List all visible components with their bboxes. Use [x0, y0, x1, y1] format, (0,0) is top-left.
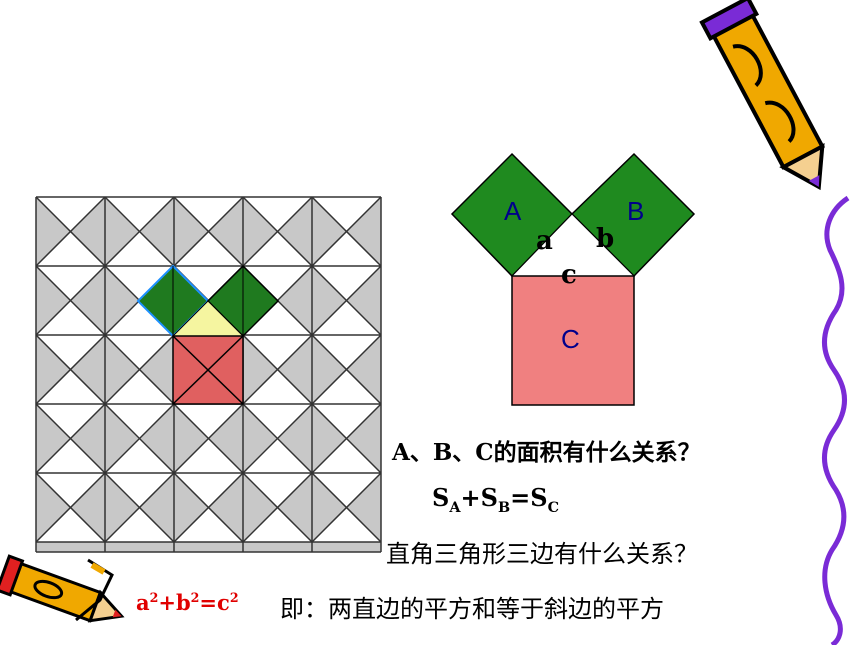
- grid-line: [104, 334, 175, 405]
- grid-line: [35, 403, 106, 474]
- grid-tile: [243, 438, 312, 473]
- grid-line: [35, 196, 106, 267]
- grid-tile: [243, 300, 312, 335]
- grid-tile: [312, 473, 381, 508]
- grid-line: [242, 196, 313, 267]
- grid-tile: [105, 473, 174, 508]
- grid-tile: [174, 197, 243, 232]
- side-b-label: b: [596, 224, 615, 254]
- grid-tile: [312, 507, 381, 542]
- side-c-label: c: [561, 260, 577, 290]
- grid-tile: [312, 404, 381, 439]
- grid-tile: [36, 231, 105, 266]
- grid-line: [35, 472, 106, 543]
- grid-tile: [243, 335, 312, 370]
- question-side-relation: 直角三角形三边有什么关系？: [386, 540, 698, 568]
- grid-tile: [312, 335, 381, 370]
- grid-tile: [105, 507, 174, 542]
- grid-tile: [243, 231, 312, 266]
- grid-tile: [36, 507, 105, 542]
- grid-line: [311, 196, 382, 267]
- grid-line: [104, 472, 175, 543]
- grid-tile: [243, 507, 312, 542]
- grid-line: [173, 403, 244, 474]
- grid-tile: [312, 197, 381, 232]
- grid-line: [311, 472, 382, 543]
- grid-tile: [105, 197, 174, 232]
- square-c: [511, 275, 635, 406]
- grid-tile: [36, 266, 105, 301]
- grid-tile: [243, 266, 312, 301]
- grid-tile: [243, 369, 312, 404]
- grid-line: [104, 403, 175, 474]
- pythagorean-formula: a2+b2=c2: [136, 590, 239, 615]
- grid-tile: [105, 404, 174, 439]
- grid-line: [242, 472, 313, 543]
- grid-tile: [174, 266, 243, 301]
- grid-tile: [36, 300, 105, 335]
- label-a-square: A: [504, 196, 522, 226]
- area-equation: SA+SB=SC: [432, 483, 560, 516]
- grid-tile: [243, 473, 312, 508]
- grid-tile: [105, 231, 174, 266]
- grid-tile: [105, 266, 174, 301]
- grid-tile: [312, 231, 381, 266]
- grid-tile: [36, 335, 105, 370]
- grid-tile: [36, 438, 105, 473]
- label-b-square: B: [627, 196, 645, 226]
- grid-tile: [105, 300, 174, 335]
- grid-line: [173, 472, 244, 543]
- grid-tile: [312, 266, 381, 301]
- grid-tile: [105, 369, 174, 404]
- grid-tile: [174, 438, 243, 473]
- grid-line: [35, 265, 106, 336]
- grid-line: [311, 403, 382, 474]
- grid-tile: [174, 231, 243, 266]
- grid-tile: [174, 473, 243, 508]
- side-a-label: a: [536, 226, 553, 256]
- grid-tile: [243, 197, 312, 232]
- grid-tile: [243, 404, 312, 439]
- grid-tile: [312, 438, 381, 473]
- grid-tile: [36, 404, 105, 439]
- grid-tile: [36, 473, 105, 508]
- grid-line: [242, 403, 313, 474]
- grid-line: [104, 196, 175, 267]
- grid-tile: [312, 369, 381, 404]
- label-c-square: C: [561, 324, 580, 354]
- question-area-relation: A、B、C的面积有什么关系？: [392, 439, 701, 466]
- grid-line: [35, 334, 106, 405]
- conclusion-text: 即：两直边的平方和等于斜边的平方: [280, 595, 664, 623]
- grid-tile: [312, 300, 381, 335]
- grid-tile: [174, 404, 243, 439]
- grid-tile: [36, 197, 105, 232]
- grid-line: [173, 196, 244, 267]
- grid-tile: [105, 335, 174, 370]
- grid-line: [311, 265, 382, 336]
- grid-line: [242, 334, 313, 405]
- grid-tile: [105, 438, 174, 473]
- grid-tile: [36, 369, 105, 404]
- grid-line: [311, 334, 382, 405]
- grid-tile: [174, 507, 243, 542]
